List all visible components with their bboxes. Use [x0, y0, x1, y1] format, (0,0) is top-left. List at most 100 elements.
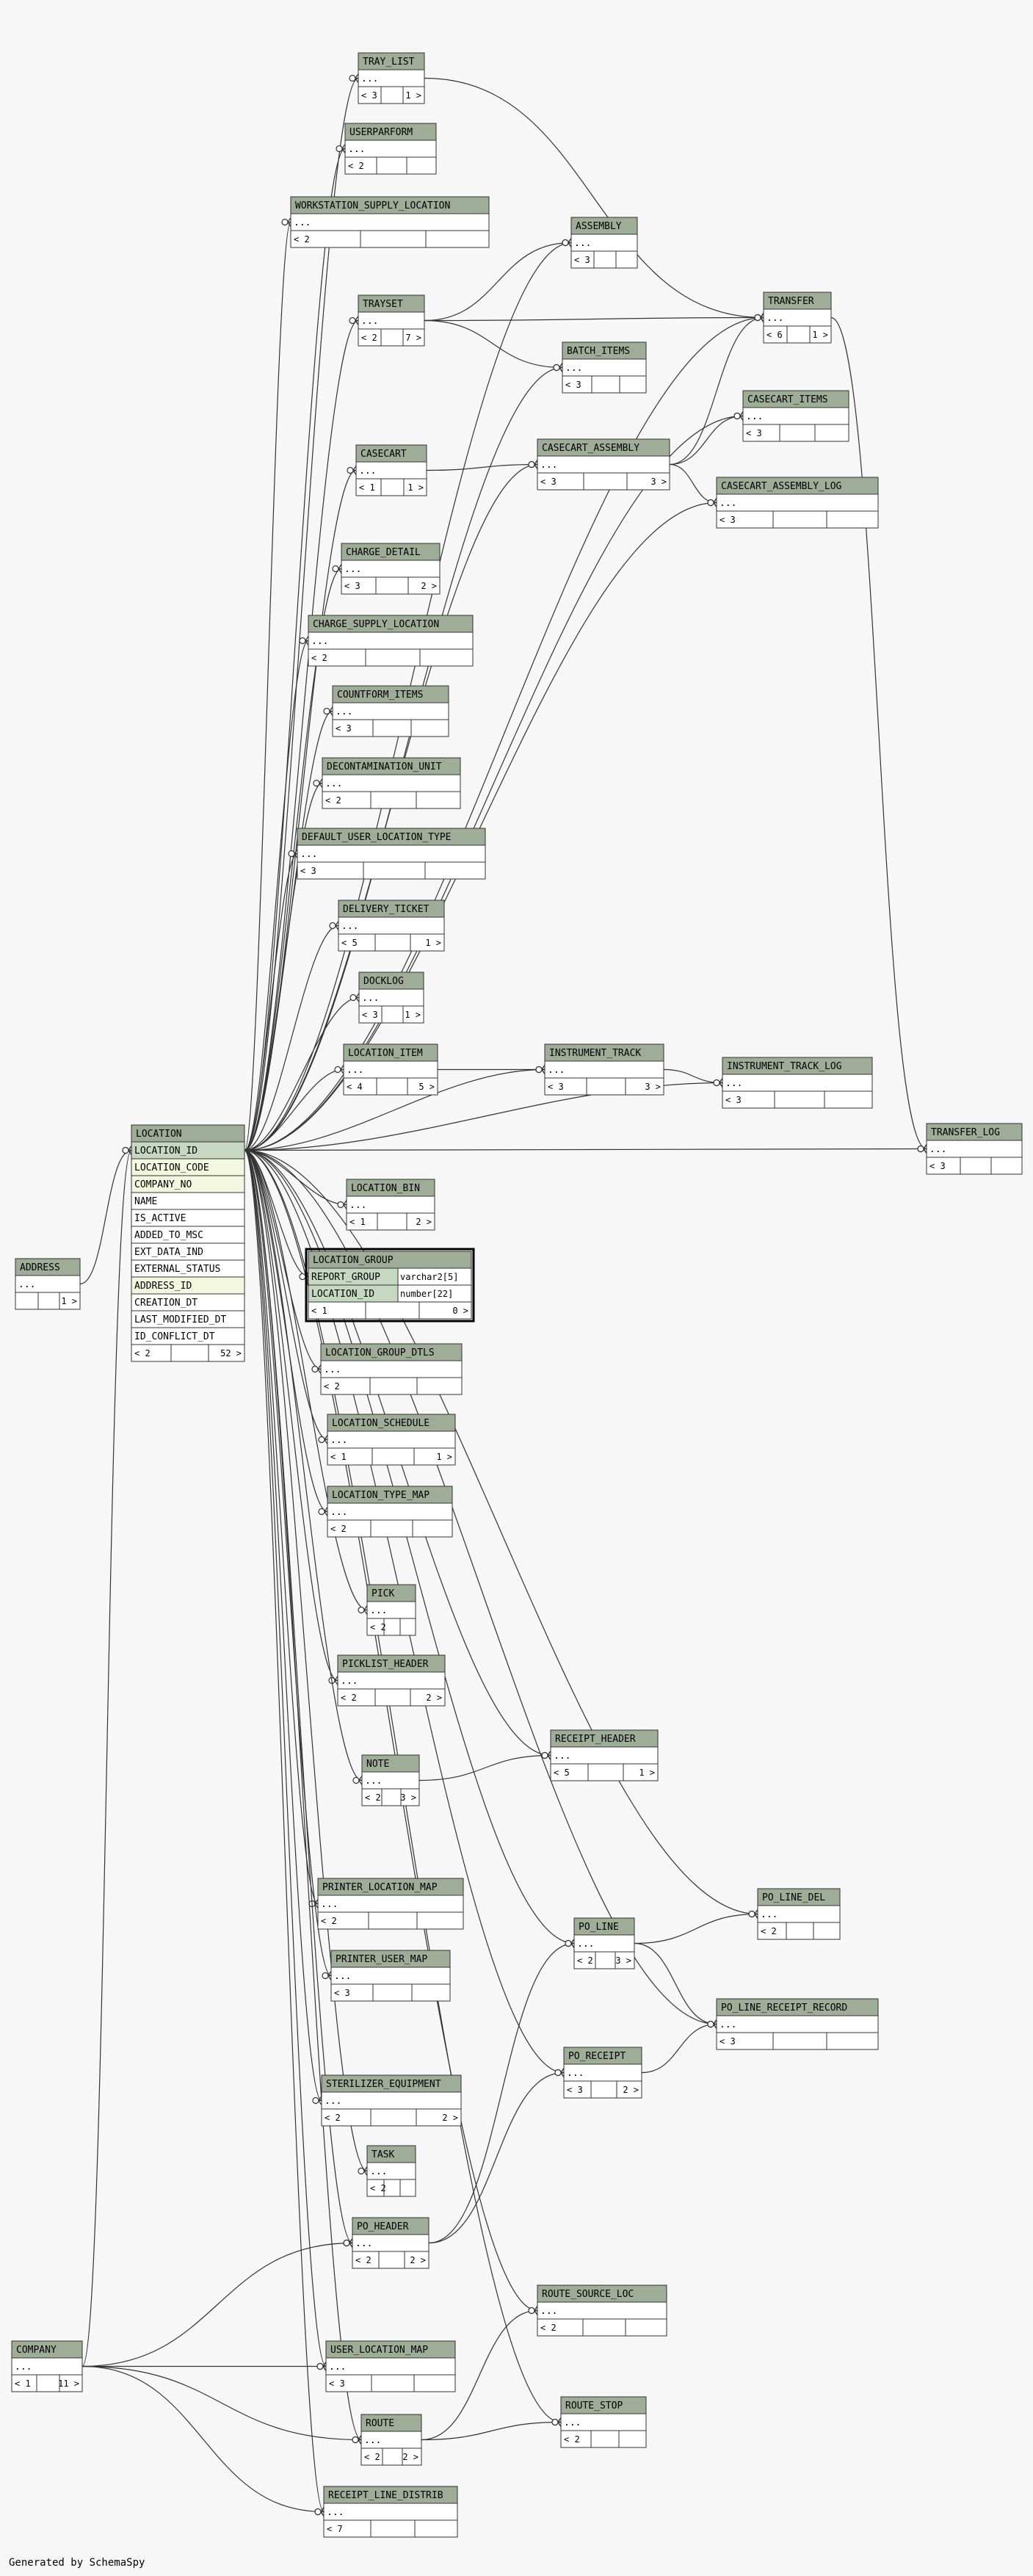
table-printer-location-map[interactable]: PRINTER_LOCATION_MAP...< 2 — [317, 1878, 464, 1930]
parent-count: < 2 — [365, 1792, 381, 1803]
table-route-stop[interactable]: ROUTE_STOP...< 2 — [560, 2396, 647, 2448]
column-name: ... — [361, 73, 378, 84]
table-receipt-line-distrib[interactable]: RECEIPT_LINE_DISTRIB...< 7 — [323, 2486, 458, 2538]
table-instrument-track-log[interactable]: INSTRUMENT_TRACK_LOG...< 3 — [722, 1057, 873, 1109]
table-countform-items[interactable]: COUNTFORM_ITEMS...< 3 — [332, 685, 449, 737]
child-count: 2 > — [416, 1217, 432, 1227]
table-location[interactable]: LOCATIONLOCATION_IDLOCATION_CODECOMPANY_… — [131, 1124, 245, 1362]
table-default-user-location-type[interactable]: DEFAULT_USER_LOCATION_TYPE...< 3 — [297, 828, 486, 880]
table-title: LOCATION_BIN — [351, 1183, 420, 1194]
column-name: EXTERNAL_STATUS — [134, 1264, 220, 1275]
table-po-line-del[interactable]: PO_LINE_DEL...< 2 — [757, 1888, 841, 1940]
table-casecart-items[interactable]: CASECART_ITEMS...< 3 — [742, 390, 849, 442]
crowfoot-marker — [336, 145, 343, 153]
table-location-type-map[interactable]: LOCATION_TYPE_MAP...< 2 — [327, 1486, 453, 1538]
child-count: 1 > — [61, 1296, 77, 1306]
column-name: ADDED_TO_MSC — [134, 1230, 203, 1241]
table-transfer-log[interactable]: TRANSFER_LOG...< 3 — [926, 1123, 1023, 1175]
crowfoot-marker — [338, 564, 342, 574]
crowfoot-marker — [318, 1436, 325, 1444]
crowfoot-marker — [343, 2239, 350, 2247]
crowfoot-marker — [923, 1144, 927, 1154]
column-name: ... — [370, 1605, 387, 1616]
crowfoot-marker — [334, 1066, 341, 1074]
crowfoot-marker — [122, 1146, 129, 1154]
table-location-group-dtls[interactable]: LOCATION_GROUP_DTLS...< 2 — [320, 1343, 463, 1395]
parent-count: < 3 — [329, 2378, 345, 2389]
parent-count: < 3 — [344, 581, 360, 591]
edge-company-to-location — [81, 1149, 132, 2367]
table-pick[interactable]: PICK...< 2 — [366, 1584, 416, 1636]
edge-casecart-assembly-to-casecart-assembly-log — [669, 463, 717, 504]
crowfoot-marker — [299, 1273, 306, 1281]
crowfoot-marker — [713, 2019, 717, 2029]
table-route-source-loc[interactable]: ROUTE_SOURCE_LOC...< 2 — [537, 2284, 667, 2337]
edge-trayset-to-transfer — [424, 316, 764, 322]
table-title: DOCKLOG — [363, 976, 404, 987]
table-userparform[interactable]: USERPARFORM...< 2 — [344, 123, 437, 175]
column-name: LAST_MODIFIED_DT — [134, 1314, 226, 1325]
crowfoot-marker — [713, 498, 717, 507]
table-charge-supply-location[interactable]: CHARGE_SUPPLY_LOCATION...< 2 — [308, 615, 474, 667]
table-po-line-receipt-record[interactable]: PO_LINE_RECEIPT_RECORD...< 3 — [716, 1998, 879, 2050]
parent-count: < 1 — [15, 2378, 31, 2389]
table-batch-items[interactable]: BATCH_ITEMS...< 3 — [562, 341, 647, 394]
crowfoot-marker — [319, 778, 323, 788]
table-printer-user-map[interactable]: PRINTER_USER_MAP...< 3 — [330, 1950, 451, 2002]
crowfoot-marker — [317, 1364, 322, 1374]
crowfoot-marker — [299, 637, 306, 645]
table-title: PRINTER_USER_MAP — [336, 1954, 427, 1965]
table-assembly[interactable]: ASSEMBLY...< 3 — [570, 217, 638, 269]
column-name: ... — [15, 2362, 32, 2373]
parent-count: < 1 — [359, 482, 375, 493]
table-task[interactable]: TASK...< 2 — [366, 2145, 416, 2197]
crowfoot-marker — [322, 1972, 329, 1980]
crowfoot-marker — [349, 74, 356, 82]
edge-location-to-tray-list — [244, 77, 359, 1151]
edge-route-to-route-stop — [421, 2421, 562, 2441]
crowfoot-marker — [316, 2362, 324, 2370]
table-title: USER_LOCATION_MAP — [330, 2345, 428, 2356]
edge-instrument-track-to-instrument-track-log — [663, 1068, 723, 1084]
child-count: 2 > — [421, 581, 437, 591]
column-name: CREATION_DT — [134, 1298, 197, 1309]
parent-count: < 2 — [311, 653, 327, 663]
edge-location-to-location-schedule — [244, 1149, 328, 1441]
parent-count: < 2 — [761, 1926, 777, 1936]
parent-count: < 2 — [355, 2255, 371, 2265]
table-casecart-assembly-log[interactable]: CASECART_ASSEMBLY_LOG...< 3 — [716, 477, 879, 529]
child-count: 2 > — [402, 2452, 418, 2462]
crowfoot-marker — [288, 850, 295, 858]
table-workstation-supply-location[interactable]: WORKSTATION_SUPPLY_LOCATION...< 2 — [290, 196, 490, 248]
table-title: PO_LINE_DEL — [762, 1892, 825, 1903]
table-user-location-map[interactable]: USER_LOCATION_MAP...< 3 — [325, 2340, 456, 2392]
crowfoot-marker — [553, 363, 560, 372]
table-decontamination-unit[interactable]: DECONTAMINATION_UNIT...< 2 — [322, 757, 461, 809]
crowfoot-marker — [281, 218, 289, 226]
table-title: TRANSFER — [768, 296, 814, 307]
table-address[interactable]: ADDRESS...1 > — [15, 1258, 81, 1310]
